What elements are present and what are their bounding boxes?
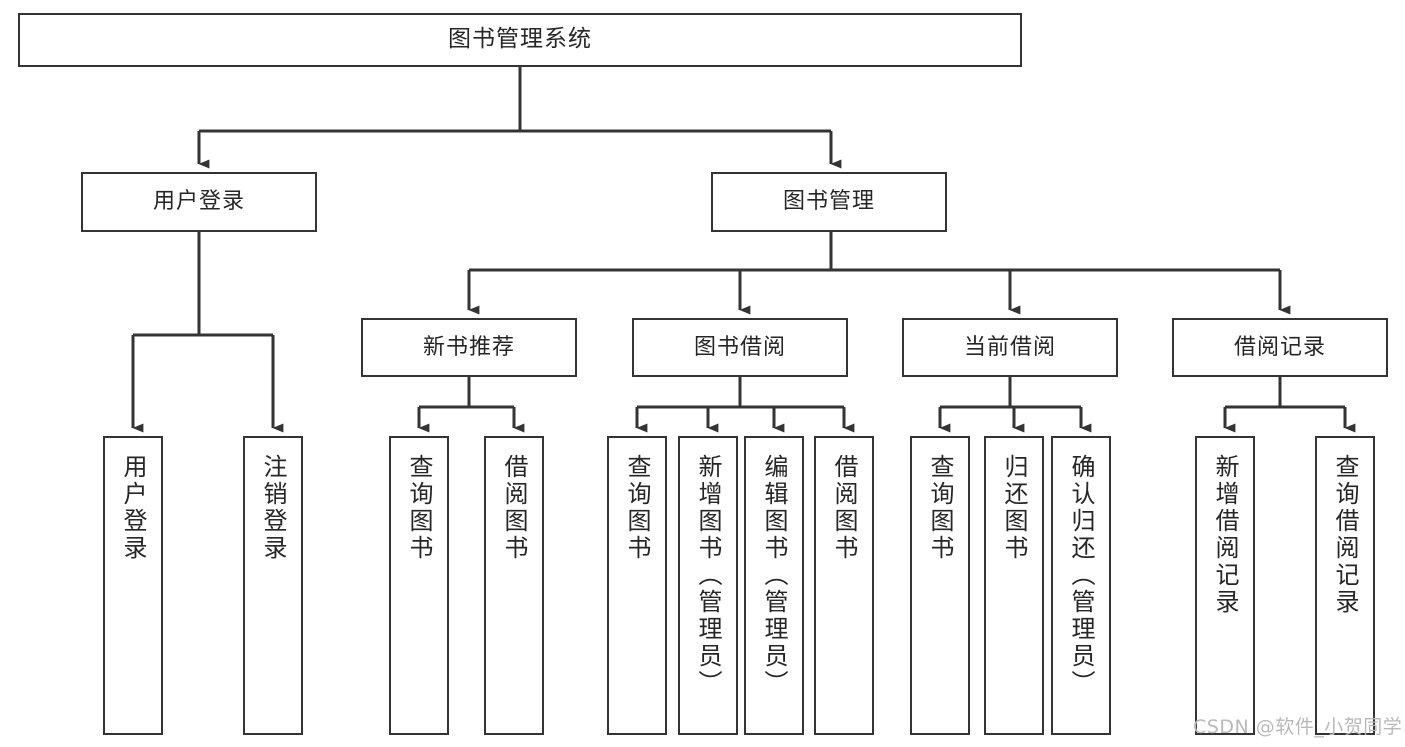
node-borrowing-records[interactable]: 借阅记录 — [1172, 318, 1388, 377]
node-label: 用户登录 — [152, 189, 245, 215]
node-label: 图书管理系统 — [448, 26, 592, 53]
csdn-watermark: CSDN @软件_小贺同学 — [1193, 716, 1403, 738]
node-label: 新增借阅记录 — [1211, 454, 1239, 616]
leaf-user-login[interactable]: 用户登录 — [103, 436, 163, 735]
node-label: 查询图书 — [926, 454, 954, 562]
leaf-confirm-return-admin[interactable]: 确认归还（管理员） — [1051, 436, 1111, 735]
node-label: 借阅图书 — [830, 454, 858, 562]
node-root-book-management-system[interactable]: 图书管理系统 — [18, 13, 1022, 67]
node-label: 注销登录 — [259, 454, 287, 562]
node-label: 归还图书 — [1000, 454, 1028, 562]
node-current-borrowing[interactable]: 当前借阅 — [902, 318, 1118, 377]
node-label: 新增图书（管理员） — [694, 454, 722, 697]
leaf-add-book-admin[interactable]: 新增图书（管理员） — [678, 436, 738, 735]
leaf-query-books-new-book[interactable]: 查询图书 — [389, 436, 449, 735]
node-label: 查询图书 — [623, 454, 651, 562]
leaf-borrow-books-new-book[interactable]: 借阅图书 — [484, 436, 544, 735]
node-label: 新书推荐 — [422, 334, 515, 360]
leaf-add-borrow-record[interactable]: 新增借阅记录 — [1195, 436, 1255, 735]
node-label: 当前借阅 — [963, 334, 1056, 360]
node-label: 查询借阅记录 — [1331, 454, 1359, 616]
leaf-query-books-current[interactable]: 查询图书 — [910, 436, 970, 735]
leaf-return-books[interactable]: 归还图书 — [984, 436, 1044, 735]
leaf-borrow-books[interactable]: 借阅图书 — [814, 436, 874, 735]
node-label: 图书借阅 — [693, 334, 786, 360]
leaf-query-books-borrow[interactable]: 查询图书 — [607, 436, 667, 735]
node-label: 查询图书 — [405, 454, 433, 562]
node-book-borrowing[interactable]: 图书借阅 — [632, 318, 848, 377]
node-book-management[interactable]: 图书管理 — [711, 172, 947, 232]
node-label: 借阅图书 — [500, 454, 528, 562]
leaf-edit-book-admin[interactable]: 编辑图书（管理员） — [744, 436, 804, 735]
node-label: 图书管理 — [782, 189, 875, 215]
node-label: 用户登录 — [119, 454, 147, 562]
node-user-login[interactable]: 用户登录 — [81, 172, 317, 232]
node-label: 借阅记录 — [1233, 334, 1326, 360]
leaf-query-borrow-record[interactable]: 查询借阅记录 — [1315, 436, 1375, 735]
node-new-book-recommendation[interactable]: 新书推荐 — [361, 318, 577, 377]
node-label: 确认归还（管理员） — [1067, 454, 1095, 697]
node-label: 编辑图书（管理员） — [760, 454, 788, 697]
leaf-logout[interactable]: 注销登录 — [243, 436, 303, 735]
